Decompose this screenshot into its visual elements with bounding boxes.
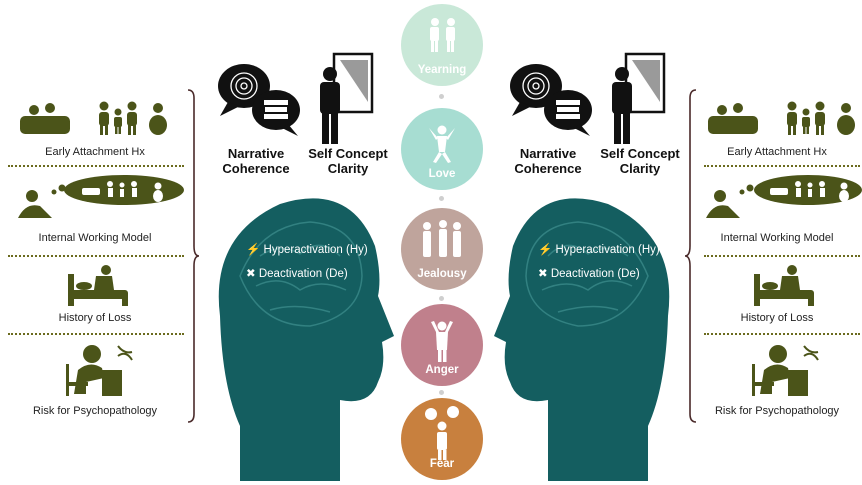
connector-dot bbox=[439, 196, 444, 201]
divider bbox=[704, 255, 860, 257]
emotion-label-anger: Anger bbox=[425, 364, 459, 376]
hyperactivation-item: ⚡ Hyperactivation (Hy) bbox=[246, 244, 368, 256]
divider bbox=[704, 333, 860, 335]
desk-dna-icon bbox=[752, 345, 819, 396]
emotion-circle-anger bbox=[401, 304, 483, 386]
narrative-coherence-label: Narrative Coherence bbox=[514, 146, 582, 176]
emotion-label-jealousy: Jealousy bbox=[417, 268, 467, 280]
desk-dna-icon bbox=[66, 345, 133, 396]
factor-label-early-attachment: Early Attachment Hx bbox=[45, 146, 145, 158]
jumping-person-icon bbox=[429, 125, 455, 163]
deactivation-item: ✖ Deactivation (De) bbox=[538, 268, 640, 280]
factor-label-internal-working-model: Internal Working Model bbox=[720, 232, 834, 244]
emotion-circle-love bbox=[401, 108, 483, 190]
self-concept-clarity-label: Self Concept Clarity bbox=[308, 146, 388, 176]
lightning-bolt-icon: ⚡ bbox=[538, 244, 553, 256]
hospital-bed-icon bbox=[754, 265, 814, 306]
connector-dot bbox=[439, 296, 444, 301]
divider bbox=[8, 255, 184, 257]
right-bracket bbox=[684, 89, 697, 423]
lightning-bolt-icon: ⚡ bbox=[246, 244, 261, 256]
emotion-label-love: Love bbox=[428, 168, 456, 180]
emotion-circle-jealousy bbox=[401, 208, 483, 290]
emotion-circle-fear bbox=[401, 398, 483, 480]
embracing-figures-icon bbox=[430, 18, 455, 52]
right-head-brain-icon bbox=[494, 198, 670, 481]
angry-person-icon bbox=[431, 321, 453, 362]
speech-bubbles-icon bbox=[510, 64, 592, 136]
emotion-circle-yearning bbox=[401, 4, 483, 86]
factor-label-early-attachment: Early Attachment Hx bbox=[727, 146, 827, 158]
divider bbox=[8, 333, 184, 335]
hospital-bed-icon bbox=[68, 265, 128, 306]
factor-label-history-of-loss: History of Loss bbox=[740, 312, 814, 324]
factor-label-history-of-loss: History of Loss bbox=[58, 312, 132, 324]
emotion-label-yearning: Yearning bbox=[417, 64, 467, 76]
factor-label-risk-for-psychopathology: Risk for Psychopathology bbox=[714, 405, 840, 417]
narrative-coherence-label: Narrative Coherence bbox=[222, 146, 290, 176]
speech-bubbles-icon bbox=[218, 64, 300, 136]
family-icon bbox=[708, 101, 855, 135]
self-concept-clarity-label: Self Concept Clarity bbox=[600, 146, 680, 176]
scared-person-icon bbox=[425, 406, 459, 460]
thought-cloud-icon bbox=[18, 175, 184, 218]
x-mark-icon: ✖ bbox=[538, 268, 548, 280]
hyperactivation-item: ⚡ Hyperactivation (Hy) bbox=[538, 244, 660, 256]
connector-dot bbox=[439, 390, 444, 395]
left-head-brain-icon bbox=[218, 198, 394, 481]
family-icon bbox=[20, 101, 167, 135]
emotion-label-fear: Fear bbox=[429, 458, 455, 470]
thought-cloud-icon bbox=[706, 175, 862, 218]
left-bracket bbox=[187, 89, 200, 423]
divider bbox=[8, 165, 184, 167]
connector-dot bbox=[439, 94, 444, 99]
factor-label-internal-working-model: Internal Working Model bbox=[38, 232, 152, 244]
x-mark-icon: ✖ bbox=[246, 268, 256, 280]
three-figures-icon bbox=[423, 220, 461, 257]
mirror-person-icon bbox=[320, 52, 374, 144]
factor-label-risk-for-psychopathology: Risk for Psychopathology bbox=[32, 405, 158, 417]
divider bbox=[704, 165, 860, 167]
deactivation-item: ✖ Deactivation (De) bbox=[246, 268, 348, 280]
mirror-person-icon bbox=[612, 52, 666, 144]
